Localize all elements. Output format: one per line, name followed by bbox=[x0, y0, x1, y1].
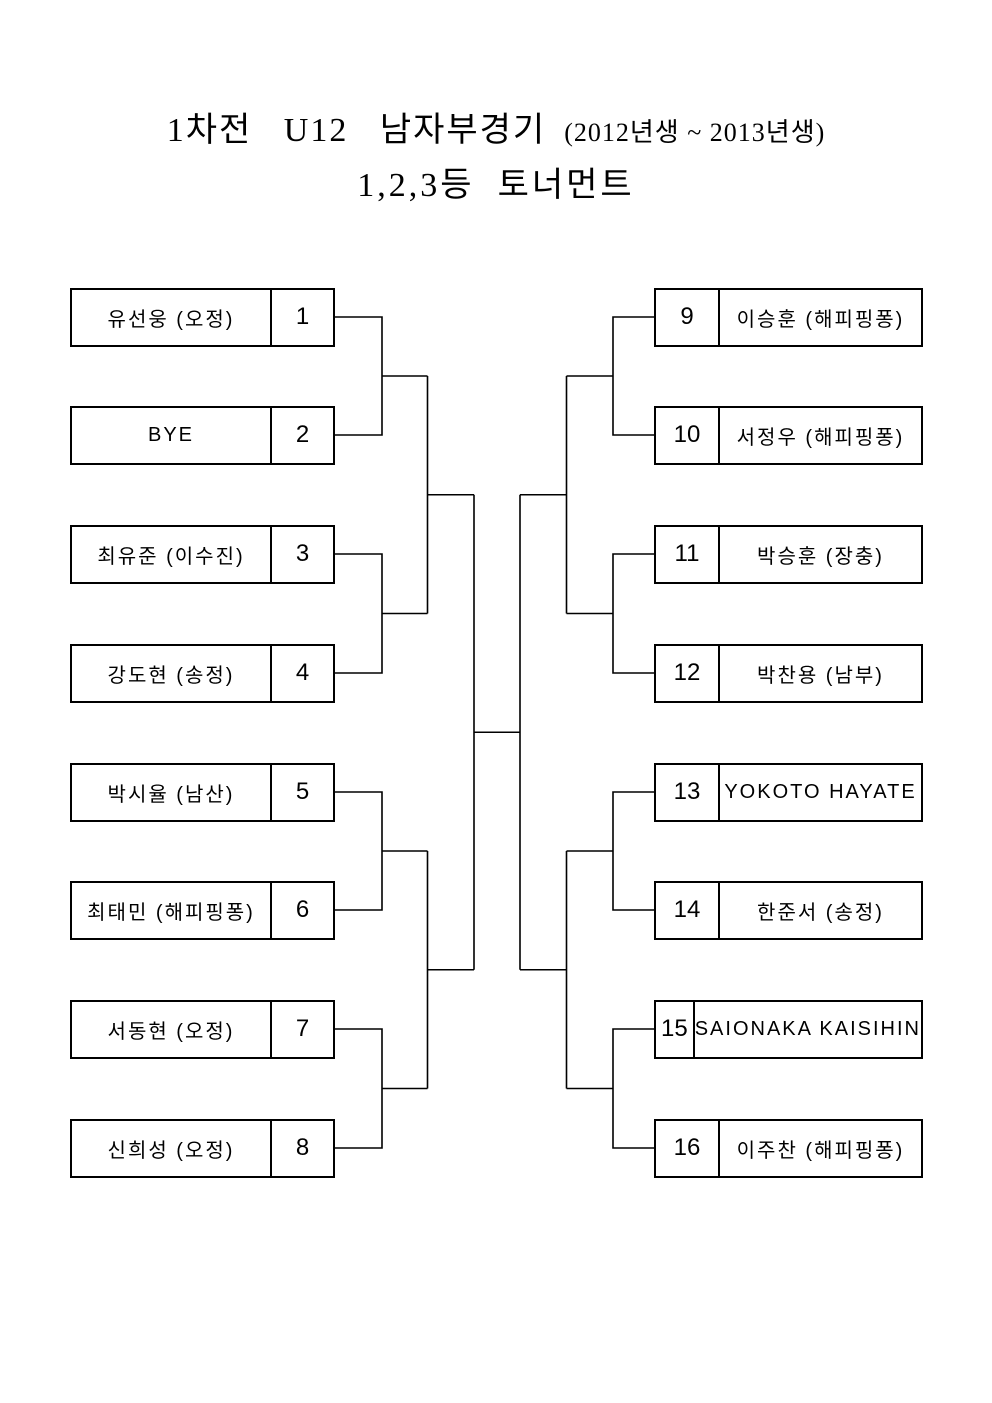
bracket-entry-seed-10: 10 서정우 (해피핑퐁) bbox=[654, 405, 923, 465]
player-name: 최태민 (해피핑퐁) bbox=[72, 882, 272, 938]
seed-number: 13 bbox=[656, 764, 720, 820]
bracket-entry-seed-16: 16 이주찬 (해피핑퐁) bbox=[654, 1118, 923, 1178]
bracket-entry-seed-11: 11 박승훈 (장충) bbox=[654, 524, 923, 584]
title-block: 1차전 U12 남자부경기 (2012년생 ~ 2013년생) 1,2,3등 토너… bbox=[0, 108, 992, 208]
bracket-entry-seed-8: 신희성 (오정) 8 bbox=[70, 1118, 335, 1178]
player-name: BYE bbox=[72, 407, 272, 463]
bracket-entry-seed-14: 14 한준서 (송정) bbox=[654, 880, 923, 940]
player-name: 이주찬 (해피핑퐁) bbox=[736, 1139, 905, 1162]
bracket-entry-seed-7: 서동현 (오정) 7 bbox=[70, 999, 335, 1059]
bracket-entry-seed-2: BYE 2 bbox=[70, 405, 335, 465]
bracket-entry-seed-9: 9 이승훈 (해피핑퐁) bbox=[654, 287, 923, 347]
bracket-entry-seed-3: 최유준 (이수진) 3 bbox=[70, 524, 335, 584]
player-name: 한준서 (송정) bbox=[757, 901, 884, 924]
bracket-entry-seed-6: 최태민 (해피핑퐁) 6 bbox=[70, 880, 335, 940]
seed-number: 8 bbox=[295, 1134, 310, 1161]
player-name: 유선웅 (오정) bbox=[72, 289, 272, 345]
bracket-entry-seed-15: 15 SAIONAKA KAISIHIN bbox=[654, 999, 923, 1059]
seed-number: 2 bbox=[295, 421, 310, 448]
bracket-entry-seed-4: 강도현 (송정) 4 bbox=[70, 643, 335, 703]
player-name: 이승훈 (해피핑퐁) bbox=[736, 308, 905, 331]
player-name: 강도현 (송정) bbox=[72, 645, 272, 701]
player-name: SAIONAKA KAISIHIN bbox=[694, 1017, 921, 1040]
title-main: 1차전 U12 남자부경기 bbox=[166, 112, 547, 149]
page-title: 1차전 U12 남자부경기 (2012년생 ~ 2013년생) bbox=[0, 108, 992, 156]
bracket-entry-seed-1: 유선웅 (오정) 1 bbox=[70, 287, 335, 347]
seed-number: 12 bbox=[656, 645, 720, 701]
player-name: 최유준 (이수진) bbox=[72, 526, 272, 582]
player-name: YOKOTO HAYATE bbox=[724, 780, 917, 803]
seed-number: 14 bbox=[656, 882, 720, 938]
bracket-entry-seed-13: 13 YOKOTO HAYATE bbox=[654, 762, 923, 822]
seed-number: 3 bbox=[295, 540, 310, 567]
player-name: 박시율 (남산) bbox=[72, 764, 272, 820]
player-name: 신희성 (오정) bbox=[72, 1120, 272, 1176]
seed-number: 6 bbox=[295, 896, 310, 923]
seed-number: 1 bbox=[295, 303, 310, 330]
seed-number: 16 bbox=[656, 1120, 720, 1176]
seed-number: 15 bbox=[656, 1001, 695, 1057]
player-name: 박승훈 (장충) bbox=[757, 545, 884, 568]
seed-number: 11 bbox=[656, 526, 720, 582]
player-name: 서동현 (오정) bbox=[72, 1001, 272, 1057]
player-name: 서정우 (해피핑퐁) bbox=[736, 426, 905, 449]
seed-number: 9 bbox=[656, 289, 720, 345]
bracket-entry-seed-5: 박시율 (남산) 5 bbox=[70, 762, 335, 822]
player-name: 박찬용 (남부) bbox=[757, 664, 884, 687]
seed-number: 7 bbox=[295, 1015, 310, 1042]
seed-number: 4 bbox=[295, 659, 310, 686]
title-birth-years: (2012년생 ~ 2013년생) bbox=[564, 118, 826, 147]
seed-number: 5 bbox=[295, 778, 310, 805]
bracket-entry-seed-12: 12 박찬용 (남부) bbox=[654, 643, 923, 703]
seed-number: 10 bbox=[656, 407, 720, 463]
page-subtitle: 1,2,3등 토너먼트 bbox=[357, 167, 635, 204]
